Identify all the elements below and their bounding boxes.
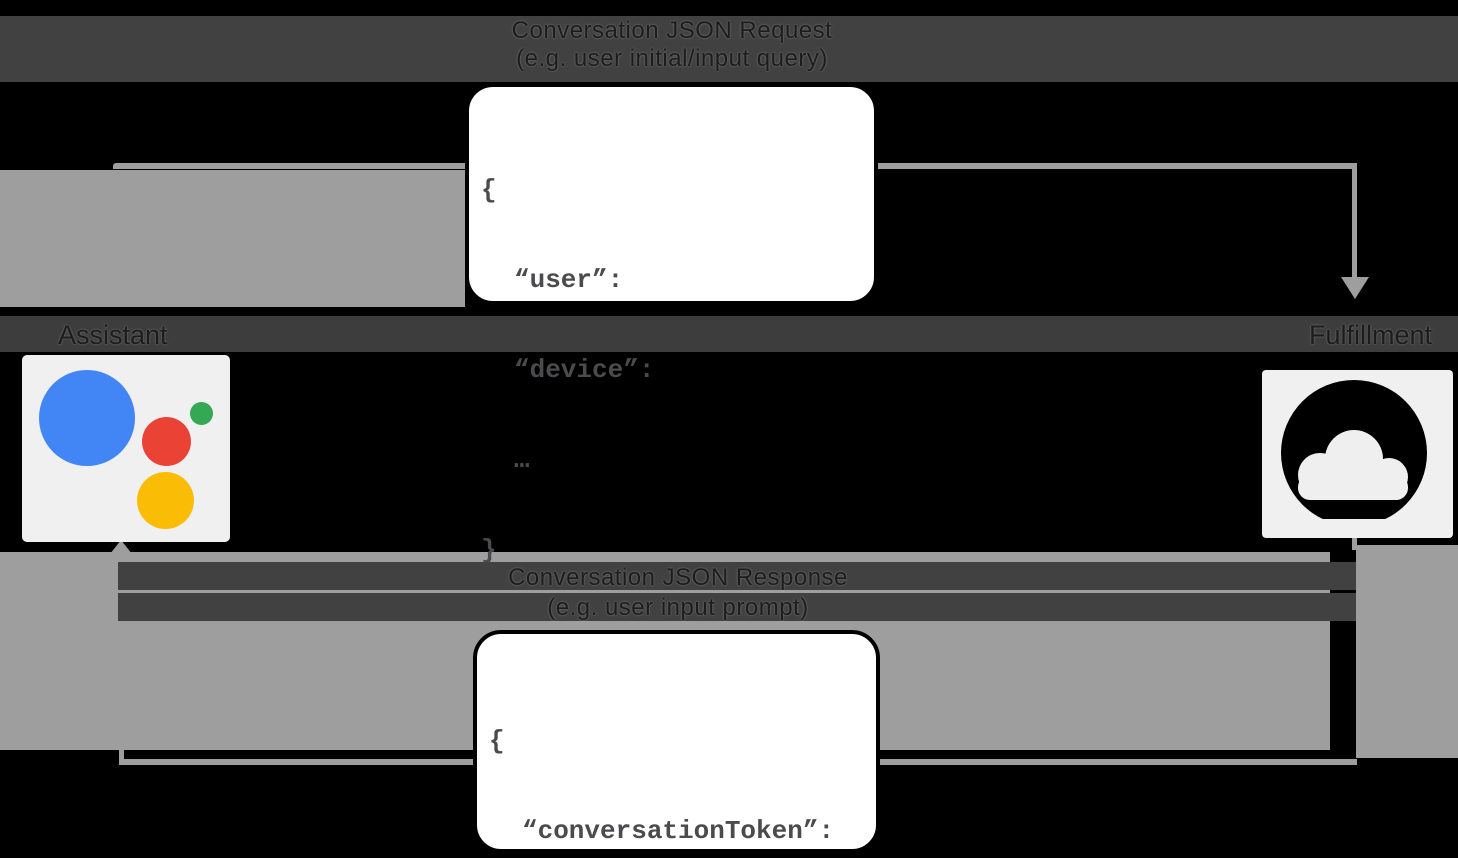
response-subtitle: (e.g. user input prompt)	[547, 594, 809, 621]
response-arrow-line-right	[1352, 538, 1357, 550]
code-line: “user”:	[514, 265, 624, 295]
assistant-blue-circle-icon	[39, 370, 135, 466]
request-payload-box: { “user”: “device”: … }	[465, 83, 878, 565]
assistant-yellow-circle-icon	[137, 472, 194, 529]
node-label-band	[0, 316, 1458, 352]
assistant-green-circle-icon	[190, 402, 213, 425]
assistant-logo	[22, 355, 230, 542]
code-line: {	[489, 726, 505, 756]
fulfillment-logo	[1262, 370, 1453, 538]
request-arrowhead-icon	[1341, 277, 1369, 299]
request-title: Conversation JSON Request	[511, 17, 833, 44]
code-line: }	[481, 535, 497, 565]
response-payload-box: { “conversationToken”: “userStorage”: … …	[473, 630, 880, 853]
request-arrow-line-vertical	[1352, 163, 1357, 280]
code-line: “device”:	[514, 355, 655, 385]
request-label-band	[0, 16, 1458, 82]
code-line: …	[514, 445, 530, 475]
request-subtitle: (e.g. user initial/input query)	[516, 45, 828, 72]
response-title: Conversation JSON Response	[508, 564, 848, 591]
response-arrow-slab-right	[1356, 545, 1458, 758]
code-line: “conversationToken”:	[522, 816, 835, 846]
fulfillment-label: Fulfillment	[1308, 320, 1432, 350]
code-line: {	[481, 175, 497, 205]
cloud-icon	[1281, 380, 1427, 519]
assistant-label: Assistant	[58, 320, 168, 350]
request-arrow-slab	[0, 170, 465, 307]
response-arrow-line-left	[119, 555, 124, 765]
response-label-band-2	[118, 593, 1356, 621]
response-label-band-1	[118, 562, 1356, 590]
response-arrowhead-icon	[110, 540, 132, 554]
assistant-red-circle-icon	[142, 417, 191, 466]
